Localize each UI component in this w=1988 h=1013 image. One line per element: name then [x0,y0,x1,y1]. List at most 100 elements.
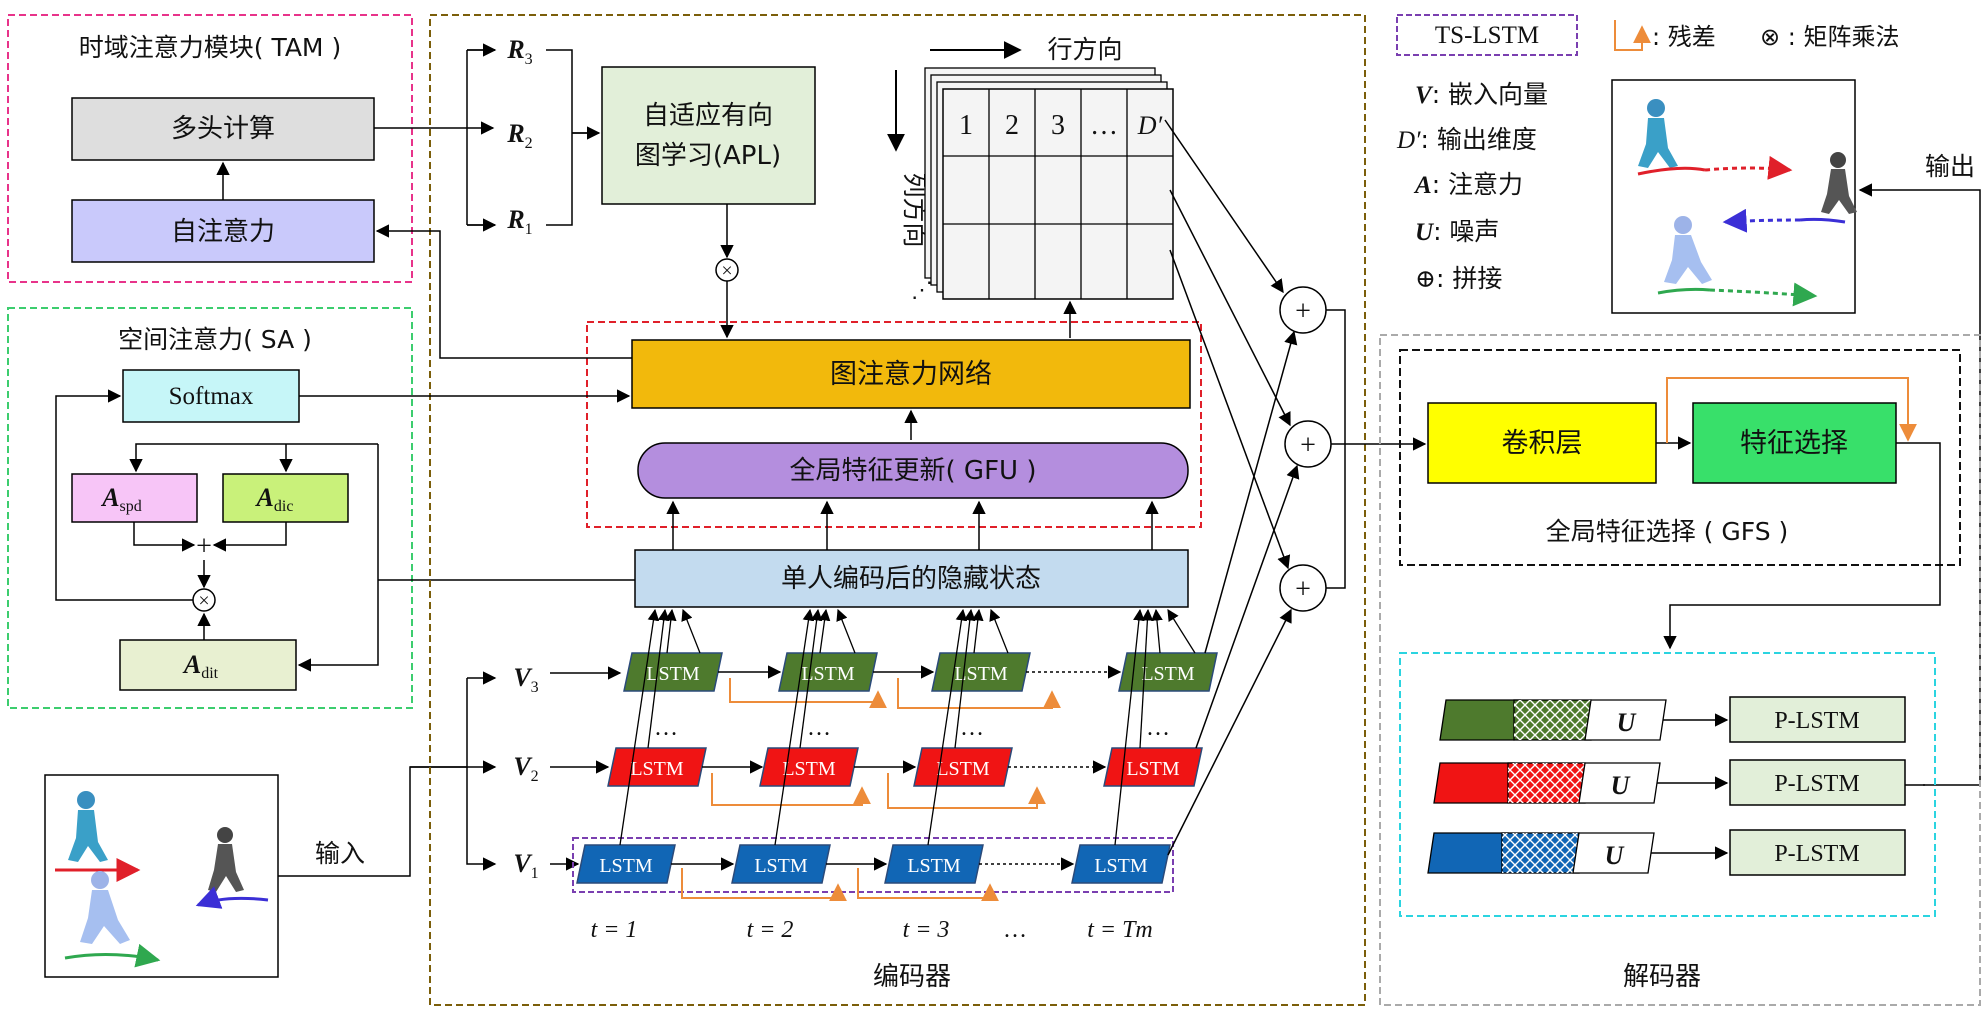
concat-plus-bottom: + [1295,574,1311,605]
output-arrow [1858,183,1981,786]
r1-label: R1 [506,205,532,238]
lstm-green-4-label: LSTM [1141,663,1195,685]
apl-line2: 图学习(APL) [635,141,781,171]
time-label-2: t = 2 [747,917,794,943]
legend-u: U: 噪声 [1415,217,1499,246]
plstm-box-3 [1729,829,1906,876]
lstm-chain-arrows [671,665,1122,871]
lstm-red-4 [1103,747,1203,787]
hidden-to-gfu-arrows [666,500,1159,550]
gfu-box [637,442,1189,499]
residual-connectors [681,678,1061,902]
tam-frame [7,14,413,283]
gfs-frame [1399,349,1961,566]
softmax-label: Softmax [169,383,254,410]
a-dic-label: Adic [255,483,294,515]
lstm-red-3-label: LSTM [936,758,990,780]
decoder-row-green [1439,699,1667,741]
hidden-state-label: 单人编码后的隐藏状态 [781,564,1041,594]
lstm-blue-4 [1071,844,1171,884]
decoder-u-blue: U [1605,841,1625,870]
a-spd-box [71,473,198,523]
column-direction-label: 列方向 [900,172,929,247]
ts-lstm-legend: TS-LSTM [1435,22,1539,49]
self-attention-label: 自注意力 [171,217,275,247]
residual-legend-icon [1614,20,1651,51]
lstm-to-hidden-arrows [619,608,1196,846]
legend-dprime: D′: 输出维度 [1396,125,1537,154]
lstm-blue-2-label: LSTM [754,855,808,877]
sa-top-connector [129,443,378,473]
legend-concat: ⊕: 拼接 [1415,264,1502,293]
decoder-row-red [1433,762,1661,804]
grid-stack-dots: ⋰ [911,277,933,302]
sa-plus: + [196,531,212,562]
gfu-label: 全局特征更新( GFU ) [790,456,1037,486]
legend-v: V: 嵌入向量 [1415,80,1548,109]
lstm-green-1 [623,652,723,692]
times-to-softmax [55,389,193,601]
input-to-v1 [466,767,497,871]
a-spd-label: Aspd [100,483,142,515]
ts-lstm-frame [572,837,1174,893]
sa-title: 空间注意力( SA ) [118,325,312,354]
decoder-row-blue [1427,832,1655,874]
plstm-box-2 [1729,759,1906,806]
lstm-green-1-label: LSTM [646,663,700,685]
otimes-symbol: × [721,260,732,282]
lstm-blue-2 [731,844,831,884]
r2-label: R2 [506,119,532,152]
time-label-tm: t = Tm [1087,917,1153,943]
vdots-2: … [807,715,831,741]
legend-a: A: 注意力 [1413,170,1523,199]
sa-frame [7,307,413,709]
apl-line1: 自适应有向 [643,101,773,131]
residual-legend-text: : 残差 [1652,23,1716,51]
vdots-3: … [960,715,984,741]
input-arrow-trunk [278,678,468,877]
feature-select-label: 特征选择 [1740,428,1848,459]
row-direction-label: 行方向 [1047,35,1122,64]
tam-title: 时域注意力模块( TAM ) [79,33,341,62]
v1-label: V1 [513,849,538,882]
time-label-3: t = 3 [903,917,950,943]
self-attention-box [71,199,375,263]
lstm-red-4-label: LSTM [1126,758,1180,780]
lstm-blue-3 [884,844,984,884]
a-dic-box [222,473,349,523]
v3-label: V3 [513,663,538,696]
multihead-label: 多头计算 [171,114,275,144]
grid-cell-3: 3 [1051,110,1065,141]
lstm-blue-1-label: LSTM [599,855,653,877]
decoder-frame [1379,334,1981,1006]
decoder-u-green: U [1617,708,1637,737]
hidden-state-box [634,549,1189,608]
gat-gfu-frame [586,321,1202,528]
gat-to-self-attention [375,224,632,359]
lstm-green-3-label: LSTM [954,663,1008,685]
feature-grid [942,88,1174,300]
select-to-decoder-arrow [1663,442,1941,650]
gat-box [631,339,1191,409]
lstm-row-red [607,747,1203,787]
plstm-label-3: P-LSTM [1774,841,1859,867]
time-label-ellipsis: … [1003,917,1027,943]
lstm-blue-1 [576,844,676,884]
time-label-1: t = 1 [591,917,638,943]
v2-label: V2 [513,752,538,785]
conv-label: 卷积层 [1502,428,1583,459]
output-label: 输出 [1925,152,1975,181]
gfs-title: 全局特征选择 ( GFS ) [1546,517,1789,546]
input-pedestrians [55,791,269,968]
apl-box [601,66,816,205]
concat-circles [1279,286,1332,612]
a-dit-box [119,639,297,691]
concat-plus-top: + [1295,296,1311,327]
grid-cell-ellipsis: … [1090,110,1118,141]
plstm-box-1 [1729,696,1906,743]
softmax-box [122,369,300,423]
grid-cell-1: 1 [959,110,973,141]
lstm-blue-3-label: LSTM [907,855,961,877]
gfs-residual [1666,377,1917,443]
